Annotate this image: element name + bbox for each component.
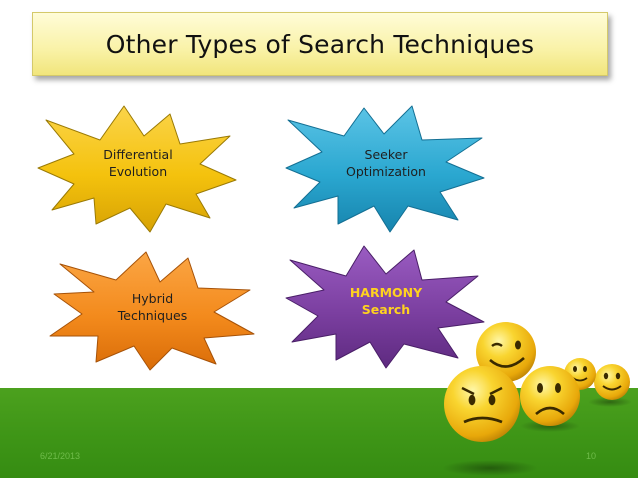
- starburst-shape: [285, 105, 485, 233]
- technique-label: Differential Evolution: [103, 147, 173, 179]
- starburst-differential-evolution: Differential Evolution: [37, 105, 238, 233]
- footer-date: 6/21/2013: [40, 451, 81, 461]
- starburst-shape: [285, 245, 485, 369]
- technique-label: Seeker Optimization: [346, 147, 426, 179]
- title-banner: Other Types of Search Techniques: [32, 12, 608, 76]
- smiley-winking: [476, 322, 536, 382]
- smiley-frowning: [444, 366, 520, 442]
- starburst-harmony-search: HARMONY Search: [285, 245, 486, 369]
- technique-label: HARMONY Search: [349, 285, 423, 317]
- slide-title: Other Types of Search Techniques: [105, 29, 535, 59]
- smiley-faces-icon: [430, 318, 638, 478]
- smiley-sad: [520, 366, 580, 426]
- technique-label: Hybrid Techniques: [117, 291, 188, 323]
- footer-page-number: 10: [586, 451, 597, 461]
- starburst-shape: [49, 251, 255, 371]
- starburst-seeker-optimization: Seeker Optimization: [285, 105, 486, 233]
- starburst-shape: [37, 105, 237, 233]
- starburst-hybrid-techniques: Hybrid Techniques: [49, 251, 255, 371]
- smiley-small-right: [594, 364, 630, 400]
